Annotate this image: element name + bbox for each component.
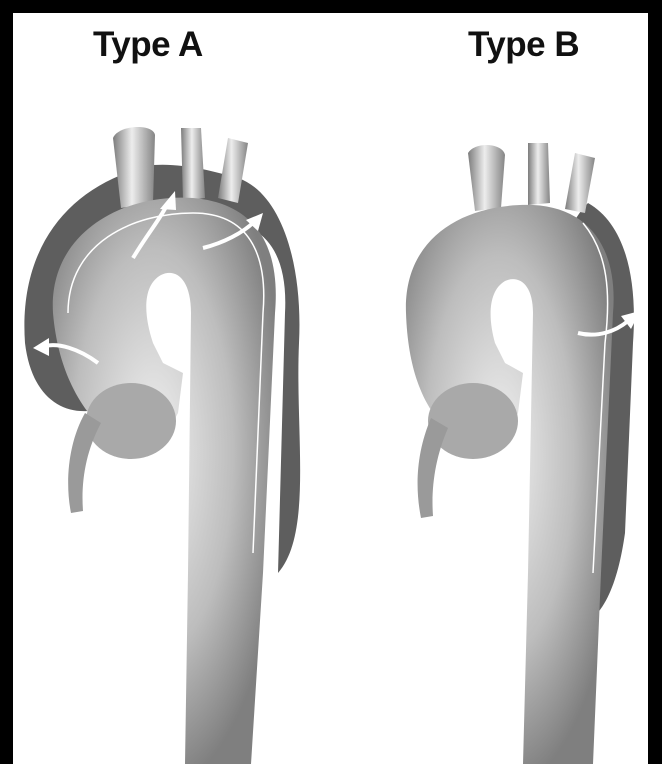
type-b-aortic-root [428,383,518,459]
type-a-left-carotid [181,128,205,201]
type-b-subclavian [565,153,595,213]
type-a-coronary [68,413,101,513]
type-a-arch [53,198,276,764]
aorta-illustrations [13,13,648,764]
type-b-brachiocephalic [468,145,505,211]
type-b-left-carotid [528,143,550,205]
type-b-arch [406,205,614,764]
type-b-coronary [418,418,448,518]
type-a-aorta [24,127,300,764]
type-a-aortic-root [86,383,176,459]
type-b-aorta [406,143,640,764]
